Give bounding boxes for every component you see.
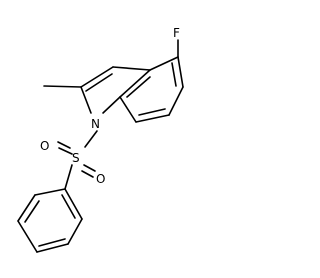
bond-c7-c7a	[119, 96, 137, 123]
bond-c6-c7	[135, 114, 170, 123]
bond-c3a-c3	[112, 66, 151, 71]
bond-s-o1-double	[58, 147, 73, 155]
bond-c7a-c3a-double	[126, 76, 151, 98]
bond-s-phenyl	[64, 164, 73, 190]
fluorine-atom: F	[173, 26, 180, 40]
bond-ph2-ph3	[17, 194, 36, 222]
nitrogen-atom: N	[91, 117, 100, 131]
bond-c7a-c3a	[119, 69, 151, 98]
bond-n1-s	[84, 130, 98, 148]
bond-n1-c7a	[102, 96, 121, 114]
bond-ph1-ph2	[34, 188, 66, 196]
bond-ph4-ph5	[36, 243, 69, 253]
bond-s-o2	[83, 164, 96, 172]
bond-c2-n1	[80, 86, 92, 114]
bond-ph5-ph6	[67, 218, 83, 245]
methyl-bond	[43, 85, 82, 88]
bond-c3-c2-double	[85, 73, 113, 92]
bond-c5-c6	[168, 86, 184, 116]
molecule-structure: F N S O O	[17, 26, 184, 253]
bond-c4-c5	[177, 56, 184, 88]
sulfonyl-group	[57, 130, 98, 190]
bond-ph2-ph3-double	[24, 200, 40, 223]
oxygen-atom-left: O	[40, 139, 49, 153]
pyrrole-ring	[80, 66, 151, 114]
bond-c3-c2	[80, 66, 114, 88]
bond-ph4-ph5-double	[38, 238, 66, 247]
indole-benzene-ring	[119, 56, 184, 123]
phenyl-ring	[17, 188, 83, 253]
bond-ph6-ph1	[64, 188, 83, 220]
bond-c6-c7-double	[138, 108, 166, 116]
oxygen-atom-right: O	[96, 172, 105, 186]
bond-c3a-c4	[149, 56, 179, 71]
bond-s-o1	[57, 141, 71, 149]
bond-ph6-ph1-double	[61, 194, 76, 219]
bond-ph3-ph4	[17, 220, 38, 253]
sulfur-atom: S	[72, 151, 80, 165]
bond-s-o2-double	[81, 170, 94, 178]
bond-c4-c5-double	[171, 62, 177, 87]
